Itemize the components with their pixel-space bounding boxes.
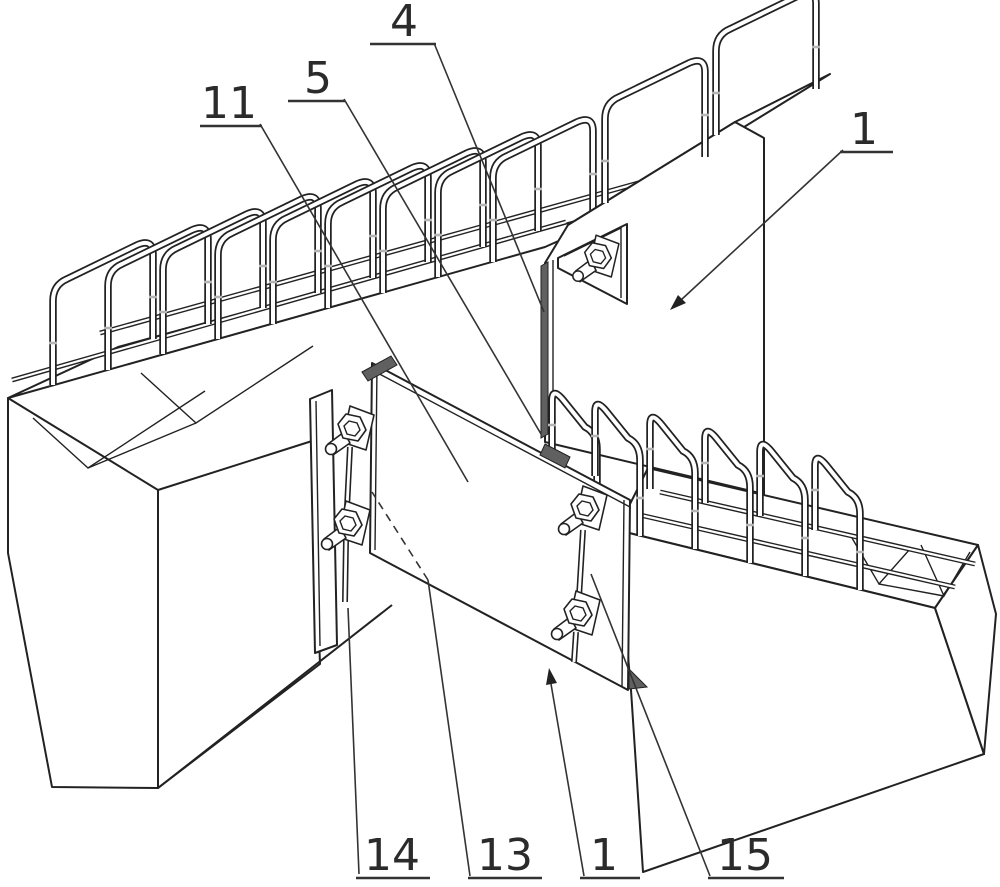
reference-label-group-11: 11 [200,78,262,129]
column-niche [557,223,628,305]
stirrup [712,0,820,135]
leader-11 [259,123,469,483]
left-wall-front-face [157,440,321,789]
leader-1-top-arrowhead [670,295,686,310]
leader-lines [259,42,844,877]
reference-label-group-15: 15 [708,830,784,881]
leader-5 [343,98,542,435]
side-plate [309,389,338,654]
leader-1-bottom [550,683,585,877]
leader-1-top [680,149,844,301]
reference-label-13: 13 [477,830,533,881]
reference-label-15: 15 [717,830,773,881]
reference-label-1-top: 1 [850,104,878,155]
plate-corner-seam [539,443,571,469]
left-wall-notch [32,345,314,469]
reference-label-group-13: 13 [468,830,542,881]
vertical-joint-seam [540,261,549,439]
reference-label-group-4: 4 [370,0,436,47]
reference-label-group-1-bottom: 1 [580,830,640,881]
plate-top-seam [361,355,398,382]
corner-column [540,73,831,495]
reference-label-14: 14 [364,830,420,881]
leader-1-bottom-arrowhead [546,668,557,685]
leader-4 [433,42,545,313]
leader-13-hidden [371,491,429,581]
reference-label-4: 4 [390,0,418,47]
leader-13-solid [427,579,471,877]
reference-label-11: 11 [201,78,257,129]
reference-label-5: 5 [304,53,332,104]
joint-seams [361,355,649,690]
leader-14 [347,607,360,875]
leader-15 [590,573,711,877]
reference-labels: 4 5 11 1 14 13 1 15 [200,0,893,881]
corner-column-front-face [544,121,765,495]
reference-label-1-bottom: 1 [590,830,618,881]
left-wall-end-face [7,397,159,789]
bolt-assemblies [320,405,608,663]
reference-label-group-1-top: 1 [840,104,893,155]
reference-label-group-5: 5 [288,53,345,104]
reference-label-group-14: 14 [356,830,430,881]
